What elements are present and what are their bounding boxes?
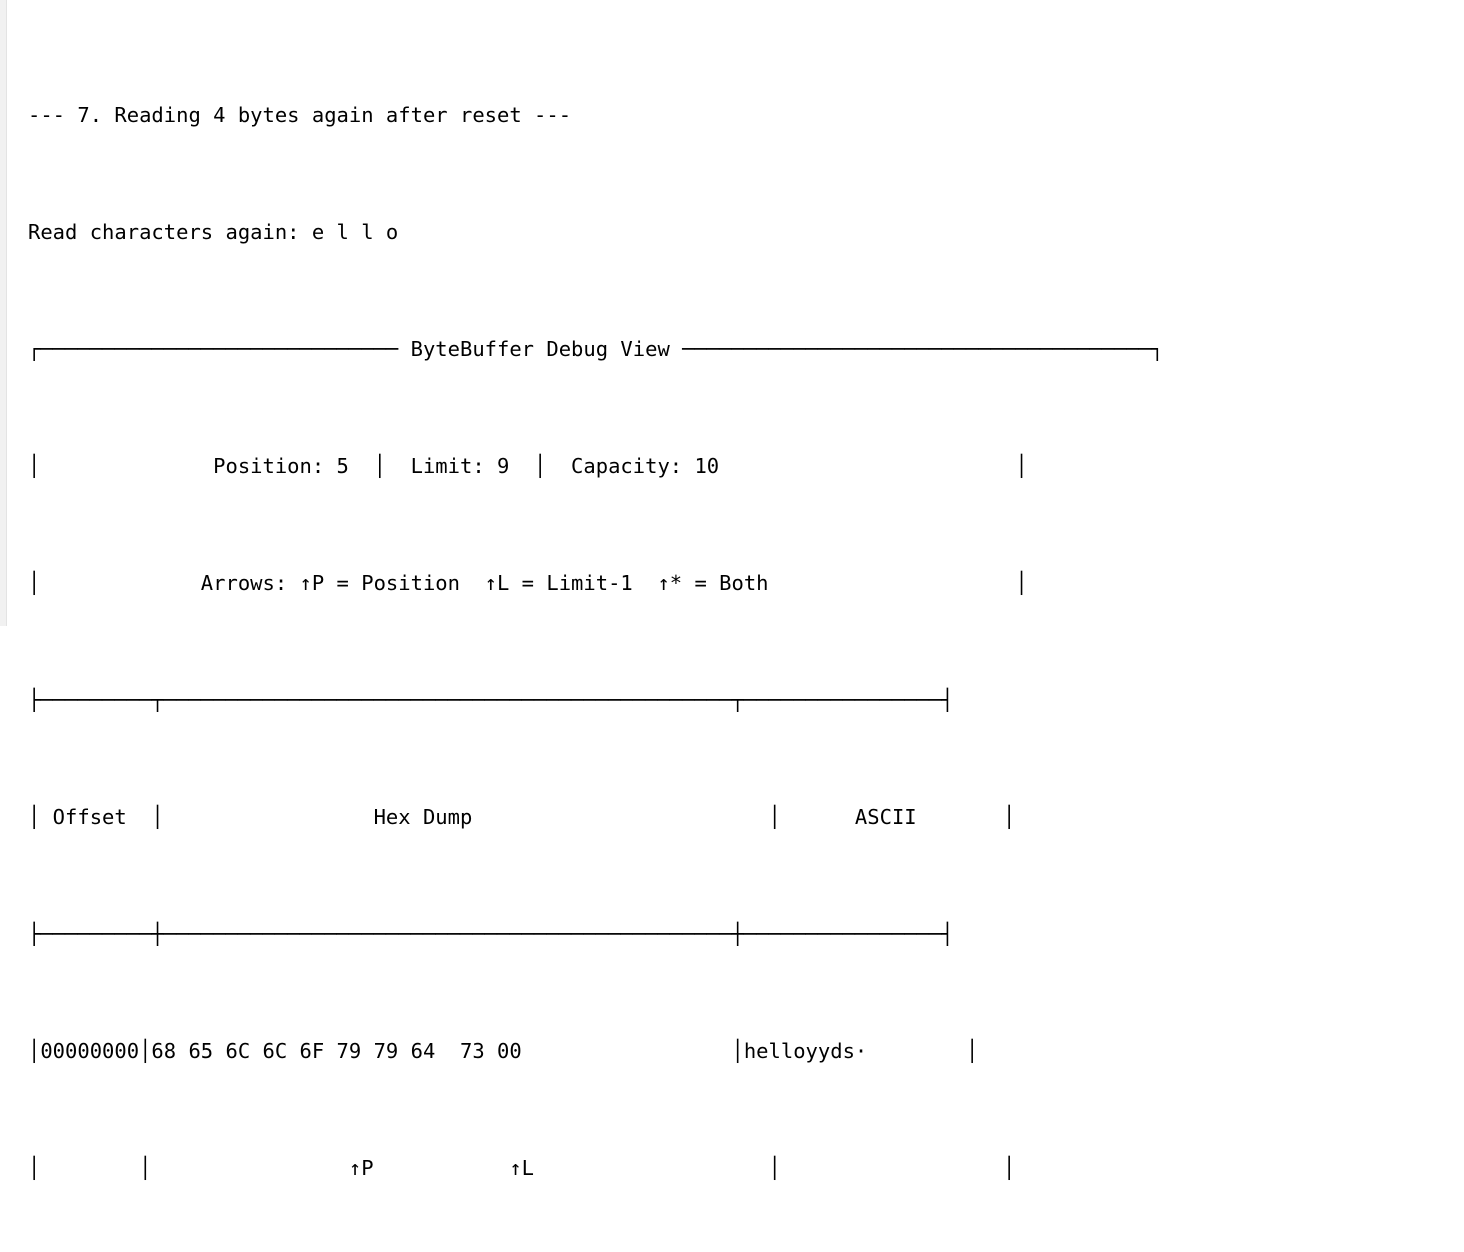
debug-view-box-top-border: ┌───────────────────────────── ByteBuffe… — [28, 337, 1164, 361]
console-line-section-header: --- 7. Reading 4 bytes again after reset… — [28, 103, 572, 127]
debug-view-header-top-rule: ├─────────┬─────────────────────────────… — [28, 688, 954, 712]
window-left-gutter — [0, 0, 7, 626]
debug-view-arrows-legend-row: │ Arrows: ↑P = Position ↑L = Limit-1 ↑* … — [28, 571, 1028, 595]
debug-view-hex-row: │00000000│68 65 6C 6C 6F 79 79 64 73 00 … — [28, 1039, 979, 1063]
debug-view-stats-row: │ Position: 5 │ Limit: 9 │ Capacity: 10 … — [28, 454, 1028, 478]
console-line-read-characters: Read characters again: e l l o — [28, 220, 399, 244]
console-root: --- 7. Reading 4 bytes again after reset… — [0, 0, 1164, 1180]
debug-view-header-bottom-rule: ├─────────┼─────────────────────────────… — [28, 922, 954, 946]
debug-view-column-headers: │ Offset │ Hex Dump │ ASCII │ — [28, 805, 1016, 829]
console-output-text: --- 7. Reading 4 bytes again after reset… — [28, 18, 1448, 1252]
debug-view-marker-row: │ │ ↑P ↑L │ │ — [28, 1156, 1016, 1180]
